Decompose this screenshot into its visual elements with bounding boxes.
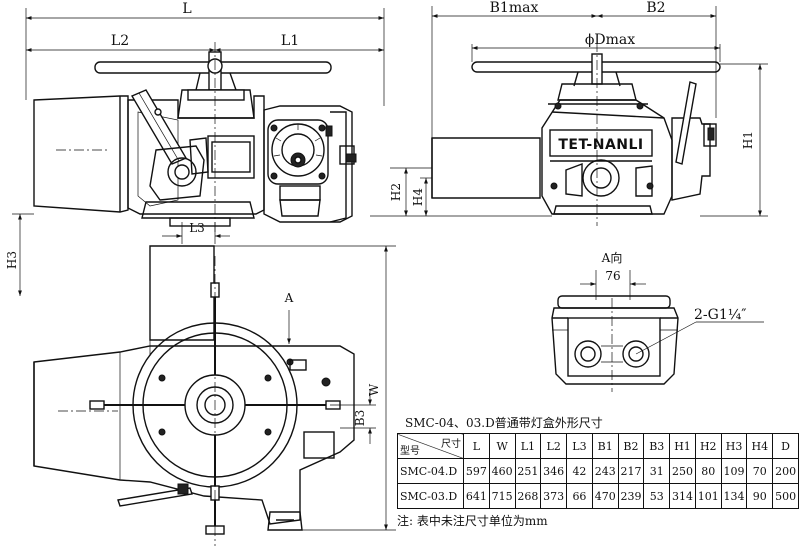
col-header: H1: [669, 433, 696, 459]
top-dimensions: A W B3: [214, 245, 396, 531]
col-header: B1: [591, 433, 619, 459]
dim-B3: B3: [353, 410, 367, 426]
front-dimensions: L L2 L1 H3 L3: [5, 1, 385, 296]
dim-H1: H1: [741, 131, 755, 149]
col-header: L2: [540, 433, 568, 459]
value-cell: 314: [669, 483, 696, 509]
dim-H2: H2: [389, 183, 403, 201]
dim-L1: L1: [281, 33, 299, 49]
col-header: H3: [720, 433, 748, 459]
dim-W: W: [367, 383, 381, 396]
top-view: [33, 245, 355, 546]
dim-H4: H4: [411, 188, 425, 206]
side-view: TET-NANLI: [431, 42, 721, 226]
model-cell: SMC-04.D: [397, 458, 464, 484]
dim-B2: B2: [646, 0, 665, 16]
value-cell: 243: [591, 458, 619, 484]
table-corner-cell: 尺寸 型号: [397, 433, 464, 459]
value-cell: 470: [591, 483, 619, 509]
value-cell: 80: [694, 458, 722, 484]
value-cell: 217: [617, 458, 645, 484]
value-cell: 346: [540, 458, 568, 484]
table-title: SMC-04、03.D普通带灯盒外形尺寸: [405, 416, 603, 430]
view-A: A向 76 2-G1¼″: [551, 250, 764, 392]
table-row: SMC-04.D 597 460 251 346 42 243 217 31 2…: [397, 458, 799, 484]
col-header: L1: [514, 433, 542, 459]
side-dimensions: B1max B2 ϕDmax H1 H2 H4: [370, 0, 768, 217]
value-cell: 715: [488, 483, 516, 509]
col-header: B2: [617, 433, 645, 459]
dim-L3: L3: [189, 221, 205, 235]
col-header: L: [463, 433, 490, 459]
value-cell: 66: [566, 483, 593, 509]
dim-H3: H3: [5, 251, 19, 269]
dim-B1max: B1max: [490, 0, 539, 16]
col-header: L3: [566, 433, 593, 459]
value-cell: 31: [643, 458, 671, 484]
model-cell: SMC-03.D: [397, 483, 464, 509]
label-thread: 2-G1¼″: [694, 307, 747, 323]
value-cell: 42: [566, 458, 593, 484]
value-cell: 90: [746, 483, 774, 509]
dim-Dmax: ϕDmax: [585, 32, 635, 48]
col-header: B3: [643, 433, 671, 459]
value-cell: 109: [720, 458, 748, 484]
corner-label-model: 型号: [400, 446, 420, 457]
value-cell: 53: [643, 483, 671, 509]
value-cell: 597: [463, 458, 490, 484]
col-header: D: [772, 433, 799, 459]
dim-L2: L2: [111, 33, 129, 49]
col-header: H4: [746, 433, 774, 459]
table-row: SMC-03.D 641 715 268 373 66 470 239 53 3…: [397, 483, 799, 509]
value-cell: 251: [514, 458, 542, 484]
value-cell: 101: [694, 483, 722, 509]
corner-label-size: 尺寸: [441, 439, 461, 450]
dim-76: 76: [605, 269, 620, 283]
value-cell: 70: [746, 458, 774, 484]
value-cell: 268: [514, 483, 542, 509]
value-cell: 500: [772, 483, 799, 509]
dial-ticks: [273, 124, 323, 157]
front-view: [33, 42, 357, 232]
value-cell: 239: [617, 483, 645, 509]
col-header: W: [488, 433, 516, 459]
value-cell: 134: [720, 483, 748, 509]
col-header: H2: [694, 433, 722, 459]
label-A-arrow: A: [284, 291, 294, 305]
label-view-A: A向: [601, 250, 623, 265]
value-cell: 250: [669, 458, 696, 484]
table-header-row: 尺寸 型号 L W L1 L2 L3 B1 B2 B3 H1 H2 H3 H4 …: [397, 433, 799, 459]
value-cell: 460: [488, 458, 516, 484]
dim-L: L: [182, 1, 191, 17]
dimension-table: 尺寸 型号 L W L1 L2 L3 B1 B2 B3 H1 H2 H3 H4 …: [397, 433, 799, 509]
value-cell: 200: [772, 458, 799, 484]
value-cell: 641: [463, 483, 490, 509]
table-note: 注: 表中未注尺寸单位为mm: [397, 514, 548, 528]
brand-plate: TET-NANLI: [558, 137, 643, 153]
value-cell: 373: [540, 483, 568, 509]
